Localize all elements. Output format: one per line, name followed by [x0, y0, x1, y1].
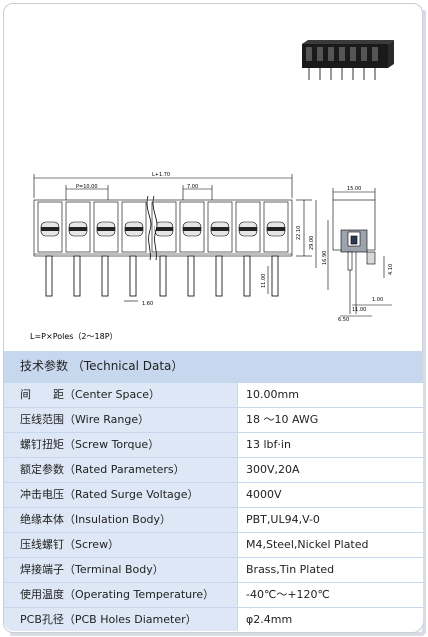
spec-value: φ2.4mm — [238, 608, 423, 631]
spec-value: M4,Steel,Nickel Plated — [238, 533, 423, 557]
technical-data-table: 技术参数 （Technical Data） 间 距（Center Space） … — [4, 351, 423, 631]
spec-value: PBT,UL94,V-0 — [238, 508, 423, 532]
spec-value: 300V,20A — [238, 458, 423, 482]
dim-overall: L+1.70 — [152, 172, 170, 178]
pcb-pin — [73, 255, 81, 297]
dim-pitch: P=10.00 — [76, 184, 98, 190]
dim-pitch-right: 7.00 — [187, 184, 198, 190]
spec-value: 4000V — [238, 483, 423, 507]
table-row: 冲击电压（Rated Surge Voltage） 4000V — [4, 483, 423, 507]
spec-label: 间 距（Center Space） — [4, 383, 237, 407]
spec-label: 绝缘本体（Insulation Body） — [4, 508, 237, 532]
table-row: 绝缘本体（Insulation Body） PBT,UL94,V-0 — [4, 508, 423, 532]
dim-height-2: 29.00 — [309, 236, 315, 250]
spec-label: 螺钉扭矩（Screw Torque） — [4, 433, 237, 457]
pcb-pin — [129, 255, 137, 297]
table-row: PCB孔径（PCB Holes Diameter） φ2.4mm — [4, 608, 423, 631]
table-row: 压线螺钉（Screw） M4,Steel,Nickel Plated — [4, 533, 423, 557]
pcb-pin — [101, 255, 109, 297]
screw-slot — [41, 227, 59, 231]
table-row: 使用温度（Operating Temperature） -40℃～+120℃ — [4, 583, 423, 607]
dim-side-a: 1.00 — [372, 297, 383, 303]
pcb-pin — [243, 255, 251, 297]
spec-label: 压线范围（Wire Range） — [4, 408, 237, 432]
technical-drawing: L+1.70 P=10.00 7.00 22.10 29.00 11.00 1.… — [33, 172, 394, 323]
frame-shadow-right — [422, 10, 426, 634]
screw-slot — [125, 227, 143, 231]
dim-side-height: 16.90 — [322, 251, 328, 265]
spec-value: 10.00mm — [238, 383, 423, 407]
table-row: 焊接端子（Terminal Body） Brass,Tin Plated — [4, 558, 423, 582]
dim-pin-left: 11.00 — [261, 274, 267, 288]
poles-formula: L=P×Poles（2～18P） — [30, 332, 118, 341]
pcb-pin — [159, 255, 167, 297]
pcb-pin — [271, 255, 279, 297]
dim-height-1: 22.10 — [296, 226, 302, 240]
screw-slot — [183, 227, 201, 231]
spec-label: 使用温度（Operating Temperature） — [4, 583, 237, 607]
table-row: 压线范围（Wire Range） 18 ～10 AWG — [4, 408, 423, 432]
dim-pin-pitch: 1.60 — [142, 301, 153, 307]
spec-label: 冲击电压（Rated Surge Voltage） — [4, 483, 237, 507]
spec-value: 18 ～10 AWG — [238, 408, 423, 432]
spec-value: Brass,Tin Plated — [238, 558, 423, 582]
dim-side-pin: 4.10 — [388, 264, 394, 275]
screw-slot — [155, 227, 173, 231]
spec-label: 压线螺钉（Screw） — [4, 533, 237, 557]
pcb-pin — [215, 255, 223, 297]
screw-slot — [69, 227, 87, 231]
table-row: 螺钉扭矩（Screw Torque） 13 lbf·in — [4, 433, 423, 457]
dim-side-width: 15.00 — [347, 186, 361, 192]
screw-slot — [239, 227, 257, 231]
screw-slot — [267, 227, 285, 231]
table-row: 额定参数（Rated Parameters） 300V,20A — [4, 458, 423, 482]
frame-shadow-bottom — [10, 632, 424, 636]
spec-label: PCB孔径（PCB Holes Diameter） — [4, 608, 237, 631]
pcb-pin — [187, 255, 195, 297]
screw-slot — [211, 227, 229, 231]
dim-side-c: 6.50 — [338, 317, 349, 323]
technical-data-title: 技术参数 （Technical Data） — [4, 351, 423, 382]
product-photo — [302, 40, 394, 80]
screw-slot — [97, 227, 115, 231]
spec-label: 额定参数（Rated Parameters） — [4, 458, 237, 482]
spec-value: -40℃～+120℃ — [238, 583, 423, 607]
dim-side-b: 11.00 — [352, 307, 366, 313]
technical-data-rows: 间 距（Center Space） 10.00mm 压线范围（Wire Rang… — [4, 383, 423, 631]
spec-value: 13 lbf·in — [238, 433, 423, 457]
pcb-pin — [45, 255, 53, 297]
table-row: 间 距（Center Space） 10.00mm — [4, 383, 423, 407]
spec-label: 焊接端子（Terminal Body） — [4, 558, 237, 582]
